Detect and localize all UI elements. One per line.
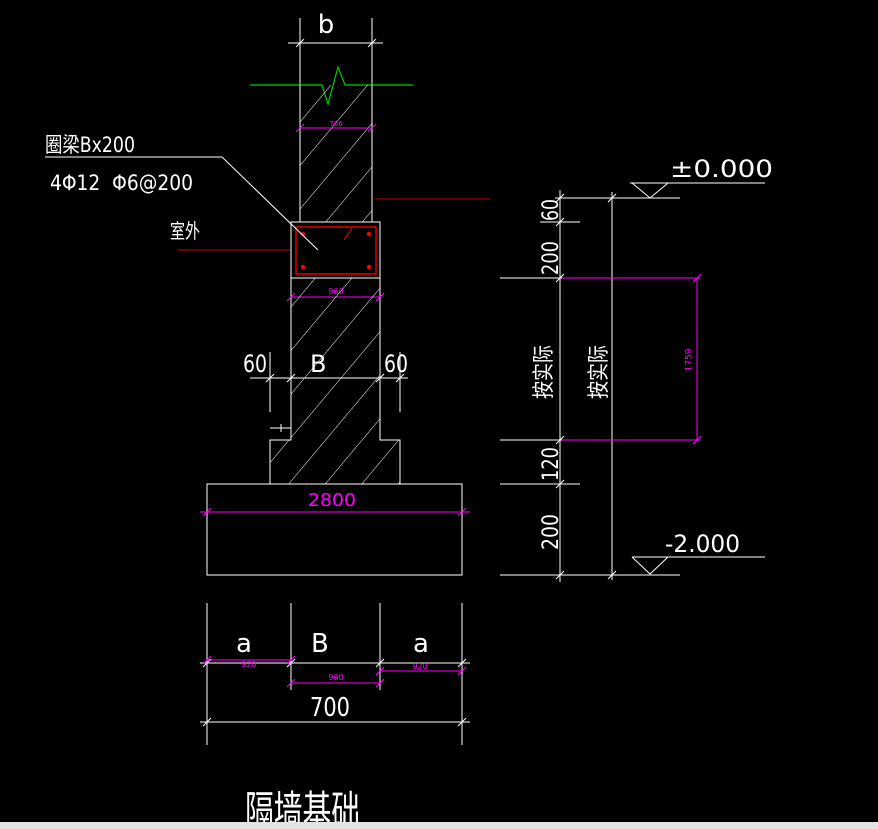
dimension-tick xyxy=(286,678,296,688)
top-width-label: b xyxy=(318,10,335,40)
footing-outline xyxy=(206,483,463,576)
vdim-120: 120 xyxy=(539,447,564,481)
step-middle-label: B xyxy=(310,350,326,378)
dimension-tick xyxy=(265,373,275,383)
magenta-vdim-text: 1759 xyxy=(685,348,695,371)
top-width-dimension: b xyxy=(288,10,383,85)
dimension-tick xyxy=(457,717,467,727)
magenta-bottom-right-text: 920 xyxy=(412,662,427,671)
elevation-top-triangle xyxy=(631,182,669,199)
step-left-label: 60 xyxy=(243,350,267,378)
dimension-tick xyxy=(555,217,565,227)
dimension-tick xyxy=(555,570,565,580)
dimension-tick xyxy=(375,292,385,302)
step-right-label: 60 xyxy=(384,350,408,378)
vdim-overall-as-built: 按实际 xyxy=(587,345,612,399)
vdim-60: 60 xyxy=(539,199,564,221)
beam-label: 圈梁Bx200 xyxy=(45,133,135,157)
footing: 2800 xyxy=(200,483,470,576)
vertical-dimension-chain: 60 200 按实际 120 200 按实际 1759 xyxy=(500,190,700,582)
bottom-right-label: a xyxy=(413,629,429,659)
dimension-tick xyxy=(555,193,565,203)
dimension-tick xyxy=(295,38,305,48)
dimension-tick xyxy=(286,658,296,668)
dimension-tick xyxy=(692,273,702,283)
dimension-tick xyxy=(692,435,702,445)
vdim-200-lower: 200 xyxy=(539,514,564,550)
elevation-bottom: -2.000 xyxy=(500,530,765,576)
ring-beam-stirrup xyxy=(295,226,377,275)
outside-label: 室外 xyxy=(170,219,200,243)
dimension-tick xyxy=(295,123,305,133)
lower-wall-hatch xyxy=(270,278,400,484)
lower-wall-outline xyxy=(269,278,401,484)
dimension-tick xyxy=(375,373,385,383)
dimension-tick xyxy=(375,658,385,668)
lower-wall xyxy=(269,278,401,484)
elevation-bottom-label: -2.000 xyxy=(665,530,740,558)
upper-wall: 766 xyxy=(299,85,373,222)
magenta-bottom-left-text: 920 xyxy=(241,660,256,669)
dimension-tick xyxy=(375,666,385,676)
bottom-dimensions: a B a 700 920 960 920 xyxy=(200,603,470,745)
dimension-tick xyxy=(607,570,617,580)
rebar-dot xyxy=(366,264,372,270)
dimension-tick xyxy=(457,507,467,517)
beam-leader-line xyxy=(45,156,319,251)
dimension-tick xyxy=(202,507,212,517)
dimension-tick xyxy=(555,273,565,283)
bottom-left-label: a xyxy=(236,629,252,659)
dimension-tick xyxy=(607,193,617,203)
dimension-tick xyxy=(367,123,377,133)
vdim-200-upper: 200 xyxy=(539,241,564,275)
dimension-tick xyxy=(367,38,377,48)
dimension-tick xyxy=(286,292,296,302)
dimension-tick xyxy=(202,658,212,668)
rebar-dot xyxy=(366,231,372,237)
vdim-as-built: 按实际 xyxy=(532,345,557,399)
magenta-bottom-middle-text: 960 xyxy=(328,673,343,682)
dimension-tick xyxy=(457,666,467,676)
upper-wall-hatch xyxy=(300,85,372,222)
dimension-tick xyxy=(457,658,467,668)
elevation-top: ±0.000 xyxy=(555,155,773,199)
dimension-tick xyxy=(395,373,405,383)
dimension-ticks xyxy=(202,38,702,727)
dimension-tick xyxy=(555,435,565,445)
dimension-tick xyxy=(286,655,296,665)
dimension-tick xyxy=(286,373,296,383)
bottom-middle-label: B xyxy=(311,629,329,659)
beam-rebar-spec: 4Φ12 Φ6@200 xyxy=(50,171,193,195)
footing-width-label: 2800 xyxy=(308,490,356,511)
ring-beam-outline xyxy=(290,221,381,279)
wall-step-dimension: 60 B 60 xyxy=(243,350,408,412)
dimension-tick xyxy=(555,479,565,489)
bottom-total-label: 700 xyxy=(310,693,350,723)
upper-wall-small-dim-text: 766 xyxy=(329,120,343,128)
dimension-tick xyxy=(202,717,212,727)
rebar-dot xyxy=(300,264,306,270)
dimension-tick xyxy=(375,678,385,688)
elevation-top-label: ±0.000 xyxy=(670,155,773,183)
stirrup-hook xyxy=(343,227,353,241)
rebar-dot xyxy=(300,231,306,237)
dimension-tick xyxy=(202,655,212,665)
elevation-bottom-triangle xyxy=(631,556,669,575)
beam-annotation: 圈梁Bx200 4Φ12 Φ6@200 室外 xyxy=(45,133,490,251)
window-bottom-edge xyxy=(0,822,878,829)
